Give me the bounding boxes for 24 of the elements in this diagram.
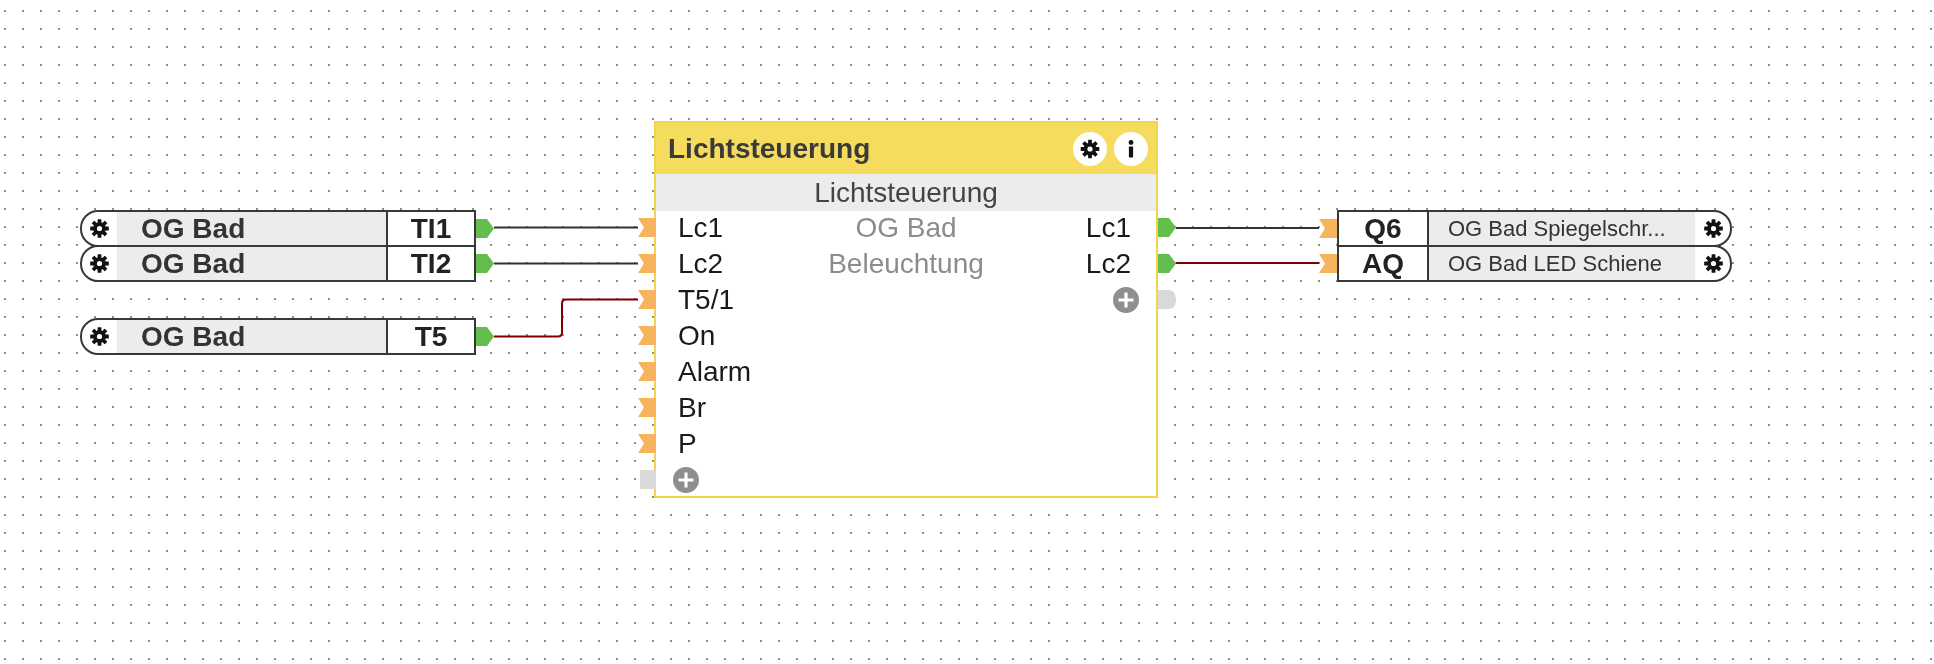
connection-line [1175, 227, 1320, 229]
connection-line [1175, 262, 1320, 264]
input-label: Lc1 [678, 210, 724, 245]
input-label: P [678, 426, 697, 461]
output-label: Lc2 [1085, 246, 1131, 281]
description-text: OG Bad [855, 210, 957, 245]
block-name-label: OG Bad [117, 211, 386, 245]
input-label: Lc2 [678, 246, 724, 281]
input-label: Alarm [678, 354, 752, 389]
block-name-label: OG Bad LED Schiene [1429, 246, 1695, 280]
block-type-label: Lichtsteuerung [656, 174, 1156, 211]
input-label: On [678, 318, 716, 353]
block-name-label: OG Bad [117, 246, 386, 280]
output-label: Lc1 [1085, 210, 1131, 245]
connection-line [493, 262, 639, 265]
port-label: T5 [386, 320, 474, 353]
input-label: Br [678, 390, 706, 425]
port-label: TI2 [386, 246, 474, 280]
block-name-label: OG Bad [117, 320, 386, 353]
block-title: Lichtsteuerung [668, 132, 871, 166]
block-name-label: OG Bad Spiegelschr... [1429, 211, 1695, 245]
input-label: T5/1 [678, 282, 735, 317]
connection-line [493, 226, 639, 229]
description-text: Beleuchtung [828, 246, 984, 281]
